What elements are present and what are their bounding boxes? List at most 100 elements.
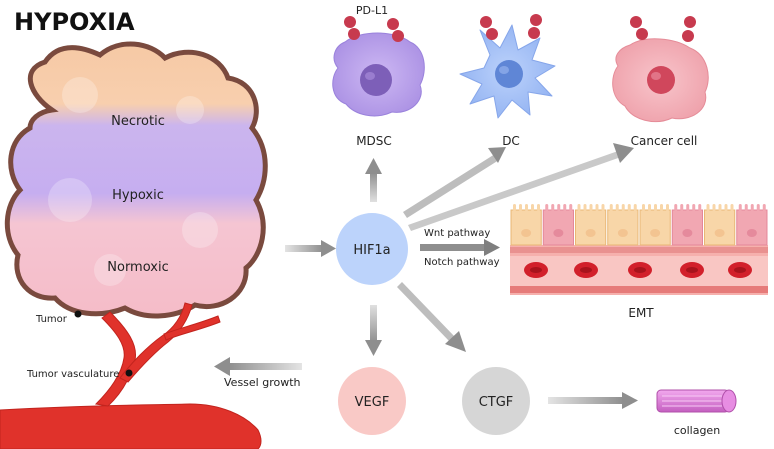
- microvillus: [738, 204, 742, 211]
- notch-pathway-label: Notch pathway: [424, 257, 500, 268]
- microvillus: [545, 204, 549, 211]
- red-blood-cell-center: [686, 267, 698, 273]
- microvillus: [563, 204, 567, 211]
- pd-l1-receptor-icon: [344, 16, 404, 42]
- arrow-hif1a-to-ctgf: [397, 282, 466, 352]
- microvillus: [750, 204, 754, 211]
- microvillus: [648, 204, 651, 211]
- cell-nucleus: [521, 229, 532, 237]
- arrow-hif1a-to-cancer-cell: [408, 143, 634, 231]
- microvillus: [569, 204, 573, 211]
- microvillus: [519, 204, 522, 211]
- microvillus: [730, 204, 734, 211]
- cell-nucleus: [617, 229, 628, 237]
- dc-cell: [459, 24, 556, 119]
- cell-nucleus: [650, 229, 661, 237]
- dc-pd-l1-receptor-icon: [480, 14, 542, 40]
- red-blood-cell-center: [634, 267, 646, 273]
- mdsc-label: MDSC: [356, 134, 392, 148]
- epithelial-cell: [736, 209, 768, 246]
- arrow-hif1a-to-emt: [420, 239, 500, 256]
- vegf-node: [338, 367, 406, 435]
- cancer-pd-l1-receptor-icon: [630, 16, 696, 42]
- tumor-marker-dot: [74, 310, 82, 318]
- cancer-cell-label: Cancer cell: [631, 134, 698, 148]
- epithelial-cell: [671, 209, 703, 246]
- wnt-pathway-label: Wnt pathway: [424, 228, 490, 239]
- red-blood-cell-center: [734, 267, 746, 273]
- epithelial-cell: [510, 209, 542, 246]
- microvillus: [621, 204, 625, 211]
- epithelial-cell: [704, 209, 736, 246]
- arrow-vessel-growth: [214, 357, 302, 376]
- epithelial-cell: [575, 209, 607, 246]
- vasculature-marker-dot: [125, 369, 133, 377]
- microvillus: [589, 204, 593, 211]
- microvillus: [595, 204, 599, 211]
- arrow-hif1a-to-dc: [403, 147, 506, 218]
- microvillus: [674, 204, 678, 211]
- epithelial-cell: [607, 209, 639, 246]
- microvillus: [551, 204, 555, 211]
- microvillus: [537, 204, 540, 211]
- microvillus: [692, 204, 696, 211]
- hif1a-label: HIF1a: [353, 243, 390, 258]
- microvillus: [525, 204, 528, 211]
- zone-necrotic-label: Necrotic: [111, 114, 165, 129]
- arrow-hif1a-to-vegf: [365, 305, 382, 356]
- cell-nucleus: [746, 229, 757, 237]
- microvillus: [609, 204, 613, 211]
- arrow-ctgf-to-collagen: [548, 392, 638, 409]
- microvillus: [627, 204, 631, 211]
- arrow-hif1a-to-mdsc: [365, 158, 382, 202]
- emt-label: EMT: [628, 306, 654, 320]
- emt-tissue: [510, 204, 768, 295]
- microvillus: [706, 204, 710, 211]
- microvillus: [762, 204, 766, 211]
- microvillus: [583, 204, 587, 211]
- tumor-label: Tumor: [35, 314, 68, 325]
- microvillus: [633, 204, 637, 211]
- microvillus: [615, 204, 619, 211]
- ctgf-node: [462, 367, 530, 435]
- microvillus: [744, 204, 748, 211]
- epithelial-cell: [639, 209, 671, 246]
- microvillus: [654, 204, 657, 211]
- microvillus: [686, 204, 690, 211]
- arrow-tumor-to-hif1a: [285, 240, 336, 257]
- vegf-label: VEGF: [355, 395, 390, 410]
- microvillus: [680, 204, 684, 211]
- microvillus: [718, 204, 722, 211]
- collagen-fiber: [656, 389, 737, 413]
- microvillus: [698, 204, 702, 211]
- microvillus: [660, 204, 663, 211]
- vessel-growth-label: Vessel growth: [224, 376, 301, 389]
- cancer-cell: [612, 38, 709, 122]
- tumor-vasculature: [0, 302, 262, 449]
- mdsc-cell: [332, 32, 425, 117]
- microvillus: [513, 204, 516, 211]
- microvillus: [666, 204, 669, 211]
- zone-normoxic-label: Normoxic: [107, 260, 168, 275]
- cell-nucleus: [682, 229, 693, 237]
- page-title: HYPOXIA: [14, 8, 135, 36]
- epithelial-cell: [542, 209, 574, 246]
- ctgf-label: CTGF: [479, 395, 514, 410]
- zone-hypoxic-label: Hypoxic: [112, 188, 164, 203]
- microvillus: [756, 204, 760, 211]
- cell-nucleus: [585, 229, 596, 237]
- cell-nucleus: [553, 229, 564, 237]
- microvillus: [601, 204, 605, 211]
- hif1a-node: [336, 213, 408, 285]
- microvillus: [712, 204, 716, 211]
- pd-l1-label: PD-L1: [356, 4, 388, 17]
- microvillus: [531, 204, 534, 211]
- microvillus: [557, 204, 561, 211]
- microvillus: [577, 204, 581, 211]
- dc-label: DC: [502, 134, 520, 148]
- cell-nucleus: [714, 229, 725, 237]
- collagen-label: collagen: [674, 424, 720, 437]
- red-blood-cell-center: [530, 267, 542, 273]
- microvillus: [642, 204, 645, 211]
